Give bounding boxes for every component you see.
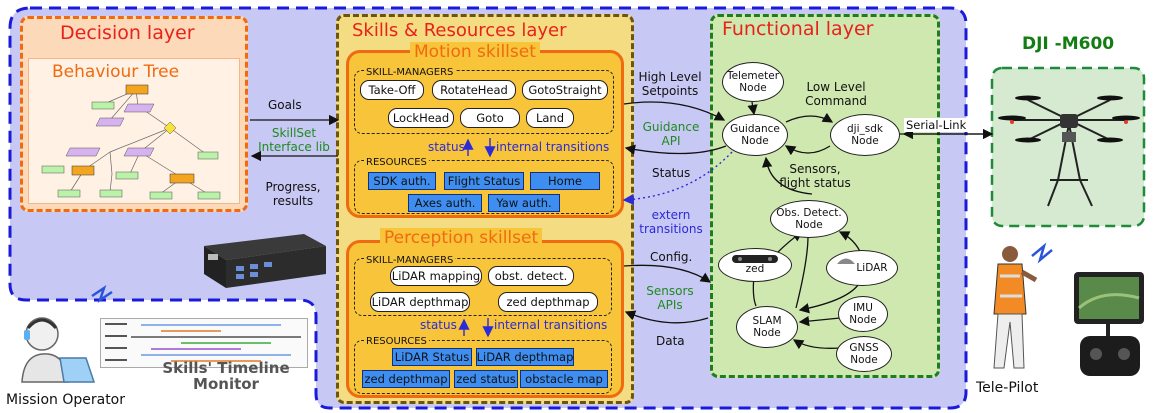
bt-node xyxy=(41,165,65,174)
bt-node xyxy=(197,151,219,160)
behaviour-tree-title: Behaviour Tree xyxy=(52,62,180,82)
bt-node xyxy=(99,189,123,198)
obs-detect-node: Obs. Detect.Node xyxy=(770,200,848,238)
behaviour-tree-graph xyxy=(41,84,221,200)
bt-action-node xyxy=(169,173,195,184)
motion-managers-box xyxy=(354,70,614,134)
bt-node xyxy=(57,189,81,198)
perception-internal-transitions-label: internal transitions xyxy=(494,318,608,332)
obst-detect-skill: obst. detect. xyxy=(488,266,574,286)
bt-root-node xyxy=(125,84,149,95)
timeline-monitor-label: Skills' Timeline Monitor xyxy=(162,359,290,393)
lidar-sensor-icon xyxy=(837,258,855,264)
flight-status-resource: Flight Status xyxy=(444,172,524,190)
high-level-setpoints-label: High Level Setpoints xyxy=(638,70,702,98)
remote-controller-icon xyxy=(1074,272,1144,376)
zed-depthmap-resource: zed depthmap xyxy=(362,370,450,388)
skills-layer-title: Skills & Resources layer xyxy=(352,20,567,41)
motion-resources-title: RESOURCES xyxy=(364,157,429,168)
motion-resources-box xyxy=(354,160,614,214)
drone-icon xyxy=(998,95,1140,207)
progress-results-label: Progress, results xyxy=(265,180,321,208)
lidar-node: LiDAR xyxy=(826,250,898,286)
motion-status-label: status xyxy=(428,140,465,154)
axes-auth-resource: Axes auth. xyxy=(408,194,482,212)
timeline-bars xyxy=(105,323,301,362)
sensors-apis-label: Sensors APIs xyxy=(646,284,694,312)
bt-parallelogram xyxy=(123,103,155,113)
perception-resources-box xyxy=(354,340,612,394)
data-label: Data xyxy=(656,334,685,348)
mission-operator-icon xyxy=(21,317,96,383)
mission-operator-label: Mission Operator xyxy=(6,392,125,408)
onboard-computer-icon xyxy=(204,234,326,288)
zed-node: zed xyxy=(718,248,792,282)
bt-action-node xyxy=(71,165,95,176)
take-off-skill: Take-Off xyxy=(360,80,424,100)
perception-managers-title: SKILL-MANAGERS xyxy=(364,255,456,266)
zed-camera-icon xyxy=(732,255,778,263)
serial-link-label: Serial-Link xyxy=(904,118,969,132)
bt-decision-diamond xyxy=(163,121,177,135)
behaviour-tree-box xyxy=(28,58,240,204)
land-skill: Land xyxy=(526,108,574,128)
motion-internal-transitions-label: internal transitions xyxy=(496,140,610,154)
perception-skillset-title: Perception skillset xyxy=(380,228,543,248)
home-resource: Home xyxy=(530,172,600,190)
lock-head-skill: LockHead xyxy=(388,108,454,128)
sdk-auth-resource: SDK auth. xyxy=(368,172,436,190)
low-level-command-label: Low Level Command xyxy=(805,80,867,108)
perception-status-label: status xyxy=(420,318,457,332)
tele-pilot-label: Tele-Pilot xyxy=(976,380,1039,396)
zed-depthmap-skill: zed depthmap xyxy=(498,292,598,312)
lidar-mapping-skill: LiDAR mapping xyxy=(390,266,482,286)
motion-managers-title: SKILL-MANAGERS xyxy=(364,67,456,78)
status-label: Status xyxy=(652,166,691,180)
goals-label: Goals xyxy=(268,98,302,112)
zed-status-resource: zed status xyxy=(454,370,518,388)
bt-parallelogram xyxy=(123,147,155,157)
bt-node xyxy=(115,171,139,180)
goto-straight-skill: GotoStraight xyxy=(522,80,608,100)
decision-layer-title: Decision layer xyxy=(60,22,195,44)
perception-managers-box xyxy=(354,258,612,316)
bt-node xyxy=(197,191,221,200)
bt-node xyxy=(149,191,173,200)
extern-transitions-label: extern transitions xyxy=(639,208,703,236)
guidance-api-label: Guidance API xyxy=(642,120,700,148)
lidar-depthmap-resource: LiDAR depthmap xyxy=(476,348,574,366)
lidar-depthmap-skill: LiDAR depthmap xyxy=(370,292,470,312)
skillset-interface-label: SkillSet Interface lib xyxy=(258,126,330,154)
bt-parallelogram xyxy=(65,147,101,157)
bt-parallelogram xyxy=(95,117,125,127)
lidar-status-resource: LiDAR Status xyxy=(392,348,472,366)
bt-node xyxy=(91,101,115,110)
config-label: Config. xyxy=(650,250,693,264)
tele-pilot-icon xyxy=(993,246,1038,369)
drone-box xyxy=(990,66,1146,228)
functional-layer-title: Functional layer xyxy=(722,18,874,40)
perception-resources-title: RESOURCES xyxy=(364,336,429,347)
motion-skillset-title: Motion skillset xyxy=(410,42,540,62)
drone-title: DJI -M600 xyxy=(1022,34,1115,54)
obstacle-map-resource: obstacle map xyxy=(520,370,608,388)
yaw-auth-resource: Yaw auth. xyxy=(488,194,560,212)
sensors-flight-status-label: Sensors, flight status xyxy=(779,162,851,190)
rotate-head-skill: RotateHead xyxy=(432,80,516,100)
timeline-monitor-screenshot xyxy=(100,318,308,368)
goto-skill: Goto xyxy=(460,108,520,128)
